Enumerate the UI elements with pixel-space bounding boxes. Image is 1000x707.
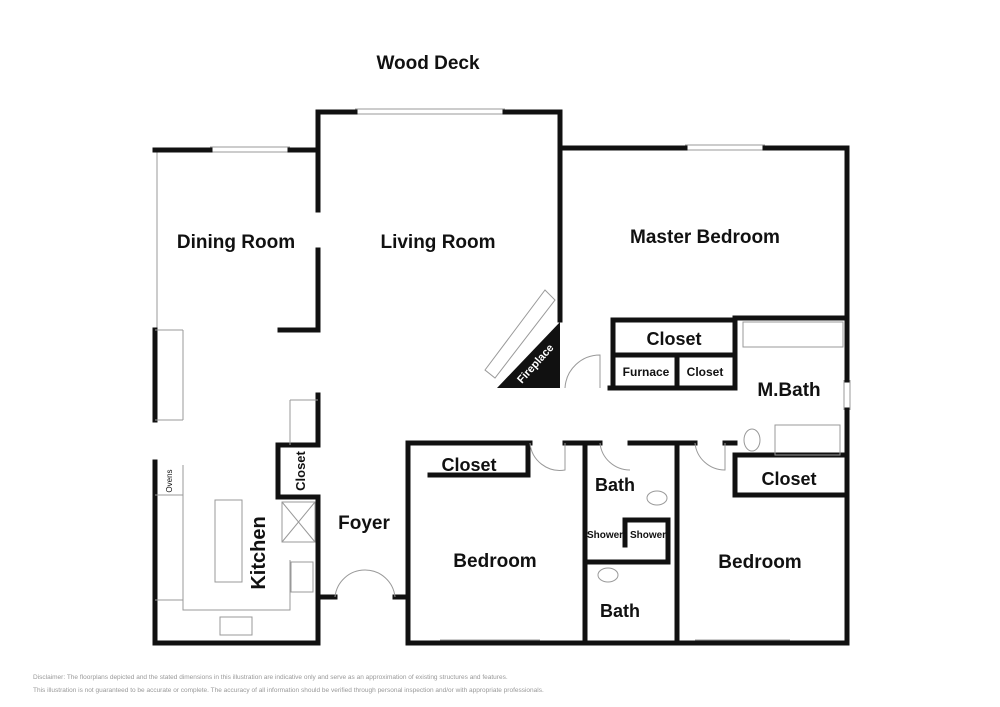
- room-label-bedroom1-closet: Closet: [441, 455, 496, 475]
- room-label-master-bedroom: Master Bedroom: [630, 227, 780, 248]
- room-label-bedroom2: Bedroom: [718, 552, 801, 573]
- kitchen-fixtures: [155, 321, 844, 636]
- disclaimer-line-2: This illustration is not guaranteed to b…: [33, 687, 544, 694]
- room-label-kitchen: Kitchen: [248, 516, 270, 589]
- room-label-small-closet: Closet: [687, 365, 724, 379]
- room-label-bedroom1: Bedroom: [453, 551, 536, 572]
- room-label-master-bath: M.Bath: [757, 380, 820, 401]
- room-label-bath1: Bath: [595, 475, 635, 495]
- room-label-dining: Dining Room: [177, 232, 295, 253]
- room-label-master-closet: Closet: [646, 329, 701, 349]
- door-swings: [334, 354, 726, 598]
- room-label-bedroom2-closet: Closet: [761, 469, 816, 489]
- room-label-living: Living Room: [380, 232, 495, 253]
- hearth-outline: [484, 289, 556, 379]
- shower1-label: Shower: [587, 530, 623, 541]
- walls: [152, 108, 851, 646]
- room-label-bath2: Bath: [600, 601, 640, 621]
- shower2-label: Shower: [630, 530, 666, 541]
- room-label-kitchen-closet: Closet: [293, 450, 308, 490]
- deck-label: Wood Deck: [376, 53, 480, 74]
- room-label-foyer: Foyer: [338, 513, 390, 534]
- disclaimer-line-1: Disclaimer: The floorplans depicted and …: [33, 674, 508, 681]
- room-label-furnace: Furnace: [623, 365, 670, 379]
- ovens-label: Ovens: [165, 469, 174, 492]
- fireplace-icon: [497, 322, 560, 388]
